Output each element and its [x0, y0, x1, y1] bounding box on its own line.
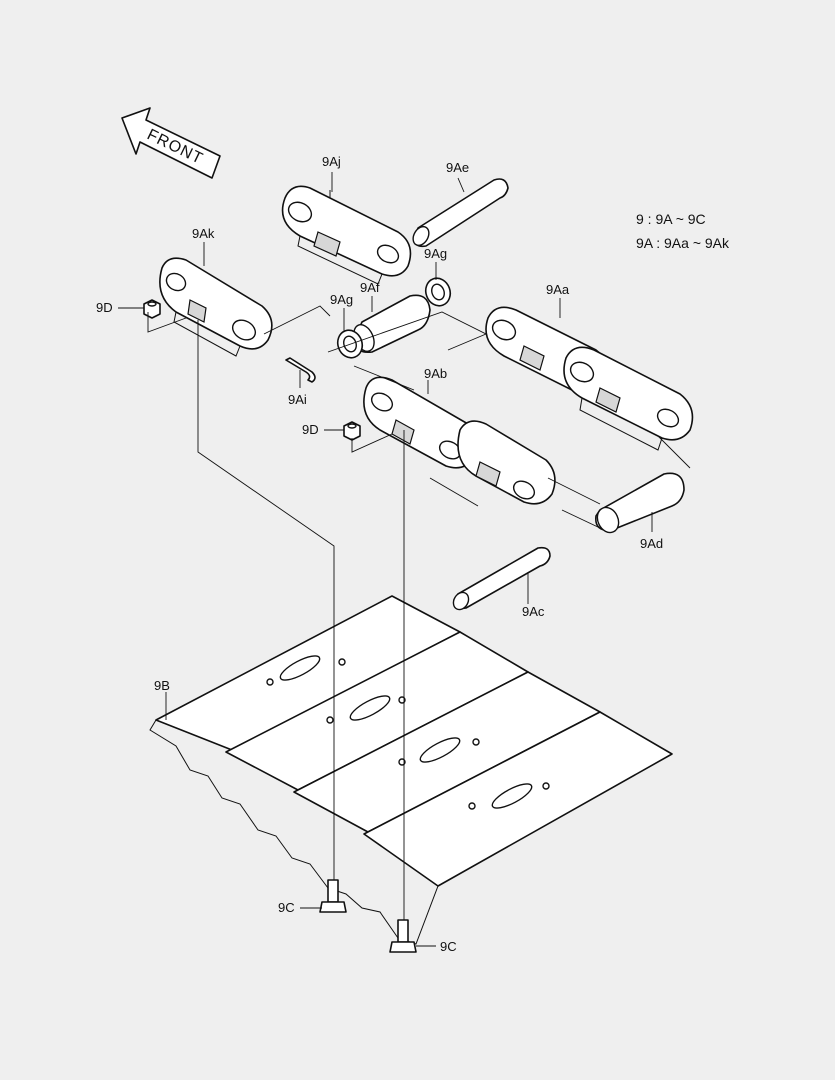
link-9Aj	[281, 185, 412, 285]
bushing-9Ad	[595, 472, 685, 534]
legend-line-2: 9A : 9Aa ~ 9Ak	[636, 235, 730, 251]
assembly-lines	[147, 305, 691, 920]
callout-9C-right: 9C	[440, 939, 457, 954]
callout-9Af: 9Af	[360, 280, 380, 295]
callout-9Ak: 9Ak	[192, 226, 215, 241]
callout-9B: 9B	[154, 678, 170, 693]
callout-9D-mid: 9D	[302, 422, 319, 437]
pin-9Ac	[452, 546, 551, 611]
callout-9Ai: 9Ai	[288, 392, 307, 407]
callout-9Ag-top: 9Ag	[424, 246, 447, 261]
callout-9Aa: 9Aa	[546, 282, 570, 297]
callout-9D-top: 9D	[96, 300, 113, 315]
link-9Ab	[363, 376, 556, 505]
seal-9Ag-top	[424, 277, 452, 307]
track-shoes-9B	[149, 595, 673, 945]
nut-9D-mid	[343, 421, 361, 441]
bolt-9C-right	[389, 919, 417, 953]
callout-9Ag-left: 9Ag	[330, 292, 353, 307]
bushing-9Af	[353, 294, 431, 354]
clip-9Ai	[285, 357, 316, 383]
callout-9Ac: 9Ac	[522, 604, 545, 619]
callout-9Ae: 9Ae	[446, 160, 469, 175]
callout-9Aj: 9Aj	[322, 154, 341, 169]
callout-9Ab: 9Ab	[424, 366, 447, 381]
pin-9Ae	[412, 178, 509, 248]
callout-9Ad: 9Ad	[640, 536, 663, 551]
callout-9C-left: 9C	[278, 900, 295, 915]
nut-9D-top	[143, 299, 161, 319]
front-arrow: FRONT	[121, 107, 221, 179]
legend-line-1: 9 : 9A ~ 9C	[636, 211, 706, 227]
link-9Ak	[159, 257, 273, 357]
link-9Aa	[485, 306, 694, 451]
bolt-9C-left	[319, 879, 347, 913]
leader-lines	[118, 172, 653, 947]
